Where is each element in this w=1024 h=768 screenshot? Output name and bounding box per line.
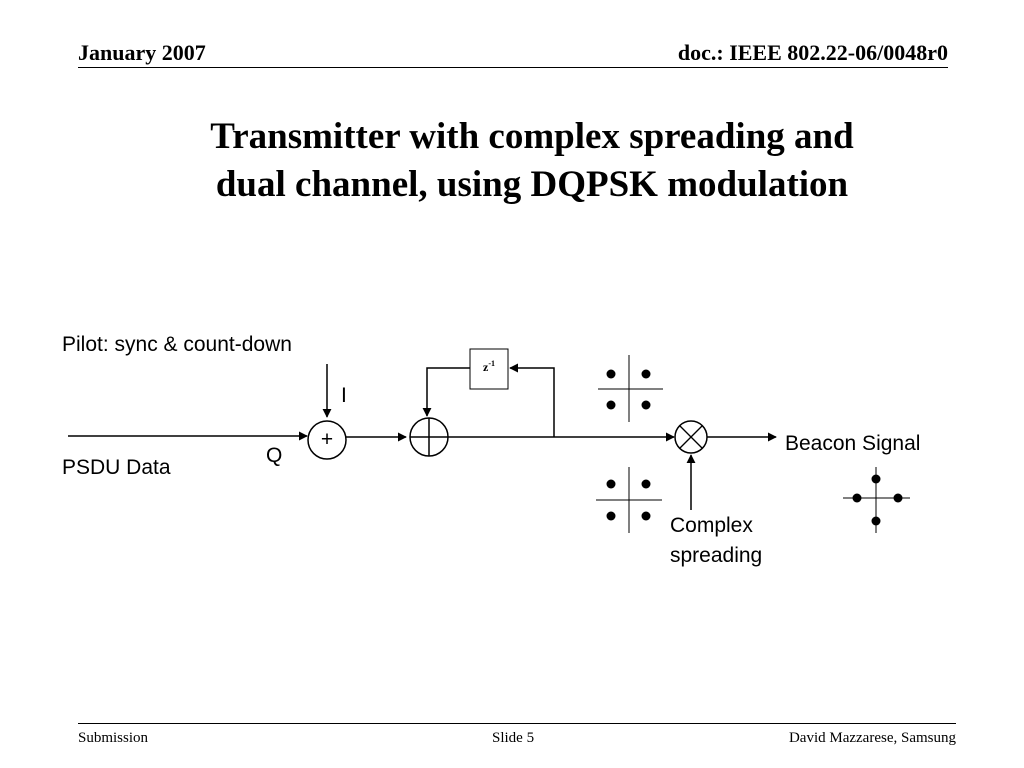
delay-base: z <box>483 360 489 374</box>
pilot-label: Pilot: sync & count-down <box>62 333 292 356</box>
delay-block <box>469 348 509 390</box>
q-branch-label: Q <box>266 444 283 467</box>
qpsk-constellation-lower <box>596 467 662 533</box>
slide-title: Transmitter with complex spreading and d… <box>112 113 952 209</box>
footer-slide-number: Slide 5 <box>492 730 535 746</box>
header-date: January 2007 <box>78 40 206 65</box>
adder-node <box>307 420 347 460</box>
beacon-signal-label: Beacon Signal <box>785 432 921 455</box>
feedback-return-line <box>422 367 470 417</box>
i-branch-label: I <box>341 384 347 407</box>
title-line-2: dual channel, using DQPSK modulation <box>215 164 849 205</box>
header-rule <box>78 67 948 68</box>
multiplier-node <box>674 420 708 454</box>
title-line-1: Transmitter with complex spreading and <box>210 116 854 157</box>
xor-node <box>409 417 449 457</box>
output-constellation <box>843 467 910 533</box>
psdu-label: PSDU Data <box>62 456 171 479</box>
spreading-label-line-2: spreading <box>670 544 763 567</box>
complex-spreading-label: Complex spreading <box>670 511 762 571</box>
footer-author: David Mazzarese, Samsung <box>788 730 956 746</box>
spreading-label-line-1: Complex <box>670 514 753 537</box>
delay-exponent: -1 <box>488 359 495 368</box>
qpsk-constellation-upper <box>598 355 663 422</box>
header-doc-id: doc.: IEEE 802.22-06/0048r0 <box>677 40 948 65</box>
footer-submission: Submission <box>78 730 149 746</box>
adder-plus-symbol: + <box>320 428 334 451</box>
feedback-tap-line <box>509 363 555 437</box>
delay-label: z-1 <box>470 357 508 374</box>
footer-rule <box>78 723 956 724</box>
